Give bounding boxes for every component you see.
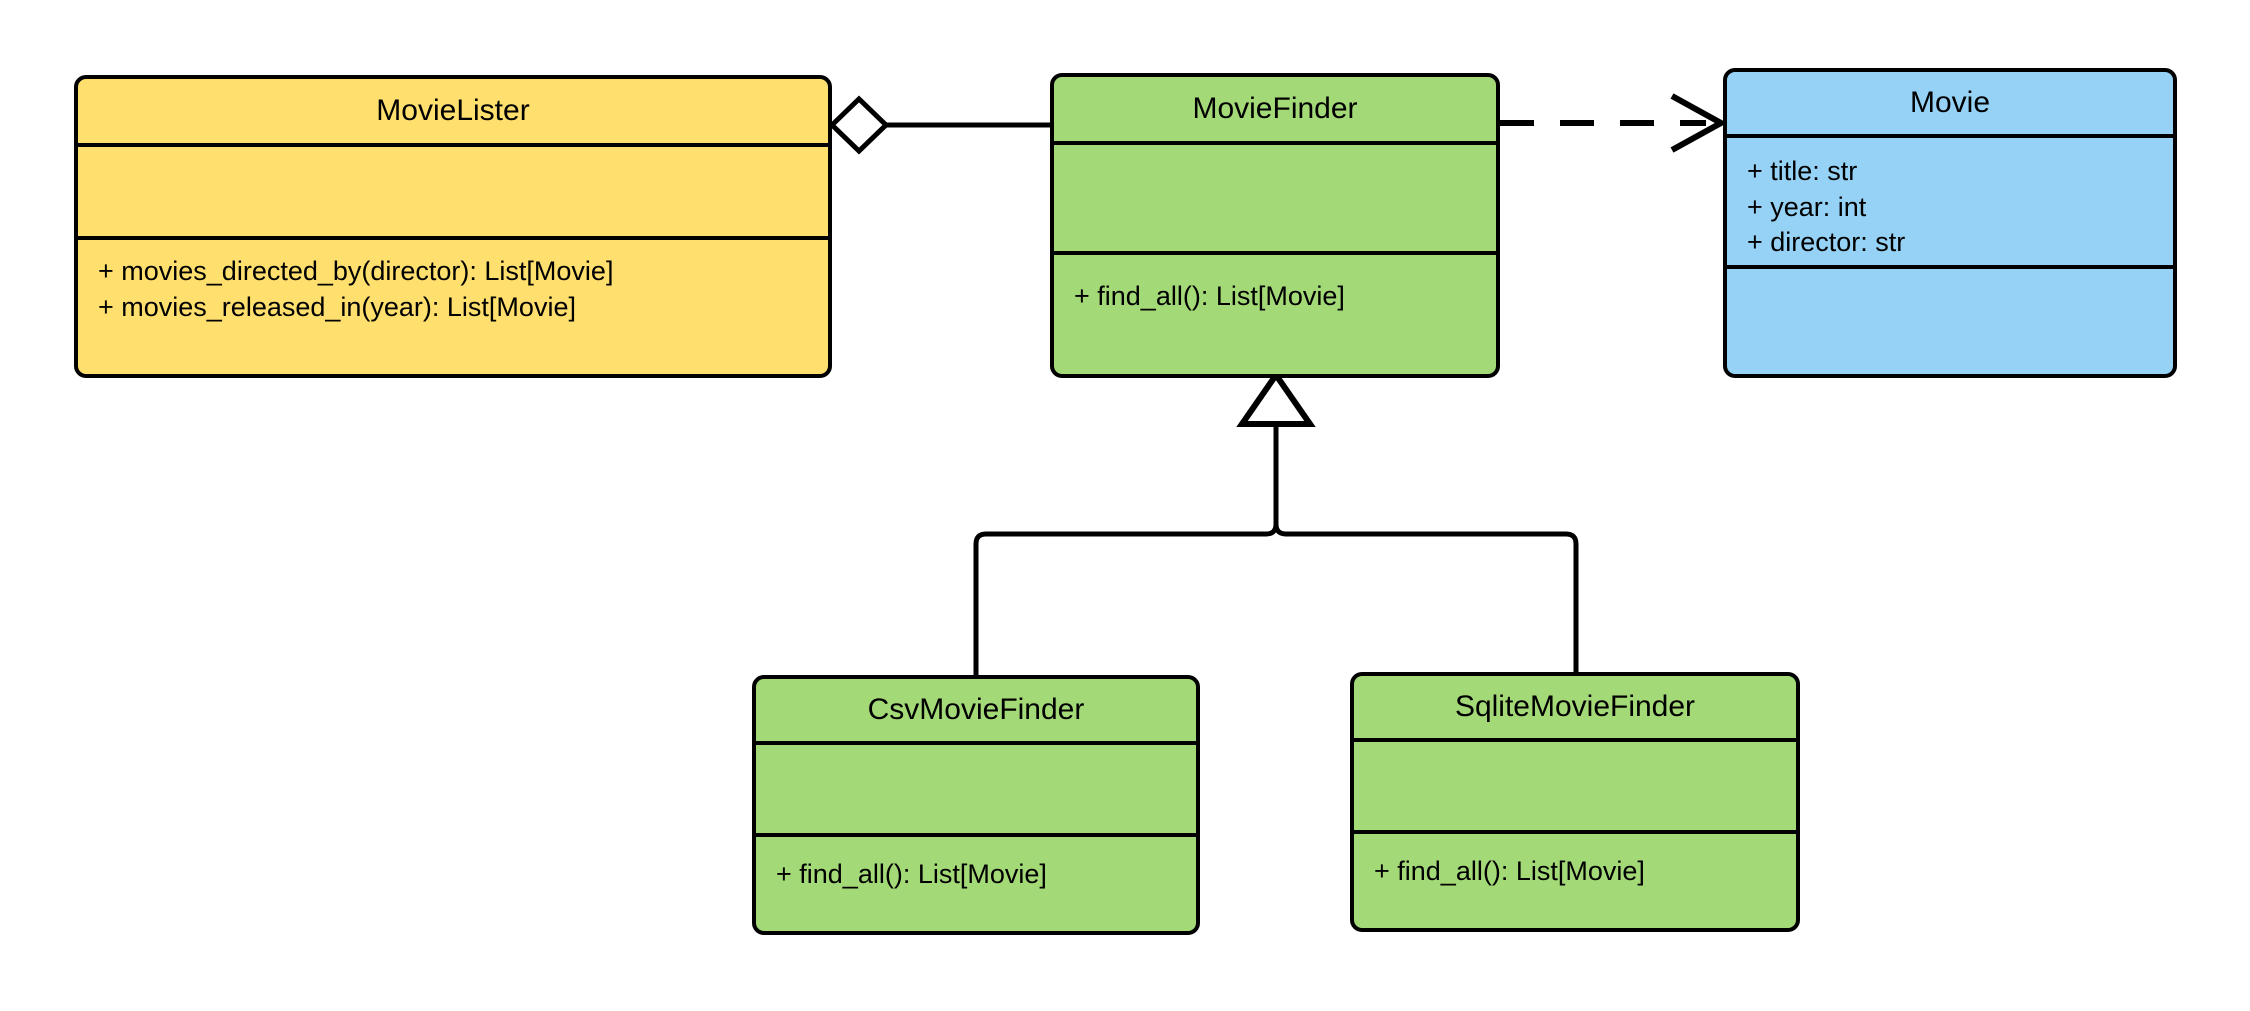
edge-generalization-to-moviefinder (973, 369, 1579, 675)
class-name-csv-movie-finder: CsvMovieFinder (756, 679, 1196, 745)
class-name-sqlite-movie-finder: SqliteMovieFinder (1354, 676, 1796, 742)
method-row: + find_all(): List[Movie] (1074, 281, 1345, 311)
open-arrow-marker (1670, 93, 1728, 153)
method-row: + movies_released_in(year): List[Movie] (98, 291, 576, 322)
class-box-movie[interactable]: Movie + title: str + year: int + directo… (1723, 68, 2177, 378)
class-box-movie-lister[interactable]: MovieLister + movies_directed_by(directo… (74, 75, 832, 378)
class-name-movie-finder: MovieFinder (1054, 77, 1496, 145)
methods-compartment-movie (1727, 269, 2173, 374)
methods-compartment-csv-movie-finder: + find_all(): List[Movie] (756, 837, 1196, 931)
attribute-row: + director: str (1747, 227, 1906, 258)
attributes-compartment-movie: + title: str + year: int + director: str (1727, 138, 2173, 269)
method-row: + find_all(): List[Movie] (776, 859, 1047, 889)
attributes-compartment-sqlite-movie-finder (1354, 742, 1796, 834)
hollow-diamond-marker (828, 95, 890, 155)
class-box-sqlite-movie-finder[interactable]: SqliteMovieFinder + find_all(): List[Mov… (1350, 672, 1800, 932)
attribute-row: + year: int (1747, 191, 1867, 222)
attributes-compartment-movie-lister (78, 147, 828, 240)
attributes-compartment-csv-movie-finder (756, 745, 1196, 837)
hollow-triangle-marker (1236, 369, 1316, 427)
class-box-movie-finder[interactable]: MovieFinder + find_all(): List[Movie] (1050, 73, 1500, 378)
attribute-row: + title: str (1747, 156, 1858, 186)
class-name-movie: Movie (1727, 72, 2173, 138)
attributes-compartment-movie-finder (1054, 145, 1496, 255)
method-row: + movies_directed_by(director): List[Mov… (98, 256, 614, 286)
edge-aggregation-lister-to-finder (828, 95, 1050, 155)
class-name-movie-lister: MovieLister (78, 79, 828, 147)
methods-compartment-movie-finder: + find_all(): List[Movie] (1054, 255, 1496, 374)
class-box-csv-movie-finder[interactable]: CsvMovieFinder + find_all(): List[Movie] (752, 675, 1200, 935)
methods-compartment-sqlite-movie-finder: + find_all(): List[Movie] (1354, 834, 1796, 928)
methods-compartment-movie-lister: + movies_directed_by(director): List[Mov… (78, 240, 828, 374)
method-row: + find_all(): List[Movie] (1374, 856, 1645, 886)
edge-dependency-finder-to-movie (1500, 93, 1728, 153)
